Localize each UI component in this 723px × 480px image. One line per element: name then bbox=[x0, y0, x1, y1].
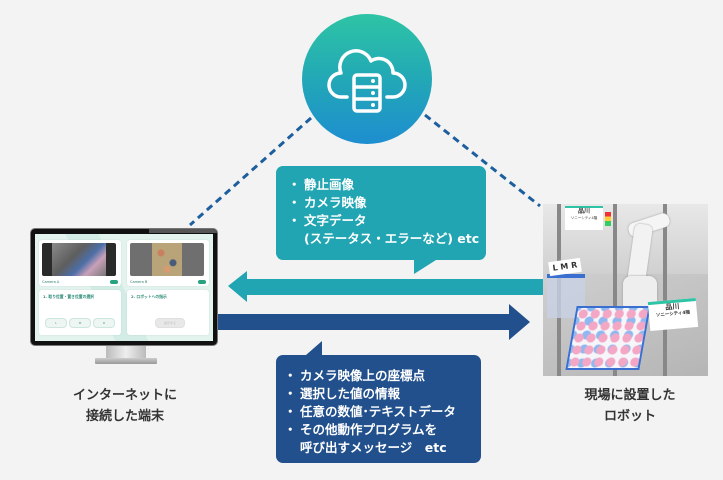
select-m-button[interactable]: M bbox=[69, 318, 91, 328]
camera-b-label: Camera B bbox=[130, 280, 148, 284]
bubble-item: 選択した値の情報 bbox=[284, 385, 481, 403]
arrow-to-terminal bbox=[228, 271, 546, 302]
downlink-data-bubble: カメラ映像上の座標点 選択した値の情報 任意の数値･テキストデータ その他動作プ… bbox=[276, 341, 481, 463]
bubble-tail bbox=[306, 341, 322, 355]
bubble-item: カメラ映像上の座標点 bbox=[284, 367, 481, 385]
uplink-data-bubble: 静止画像 カメラ映像 文字データ (ステータス・エラーなど) etc bbox=[276, 166, 486, 274]
terminal-screen: Camera A Camera B 1. 取り位置・置き位置の選択 L M R … bbox=[35, 234, 213, 341]
location-sign: 品川 ソニーシティ4階 bbox=[647, 297, 699, 332]
cloud-server-icon bbox=[327, 49, 407, 113]
section-2-title: 2. ロボットへの指示 bbox=[131, 294, 167, 299]
camera-a-label: Camera A bbox=[42, 280, 60, 284]
select-r-button[interactable]: R bbox=[93, 318, 115, 328]
section-1-title: 1. 取り位置・置き位置の選択 bbox=[43, 294, 94, 299]
arrow-to-robot bbox=[218, 304, 530, 340]
cloud-server bbox=[302, 14, 432, 144]
bubble-tail bbox=[414, 260, 436, 274]
terminal-monitor: Camera A Camera B 1. 取り位置・置き位置の選択 L M R … bbox=[30, 228, 218, 346]
camera-b-feed bbox=[130, 243, 204, 276]
bubble-subline: (ステータス・エラーなど) etc bbox=[304, 231, 480, 246]
robot-photo: 品川 ソニーシティ4階 L M R 品川 ソニーシティ4階 bbox=[543, 204, 708, 376]
ball-tray bbox=[565, 306, 651, 370]
dashed-line-cloud-terminal bbox=[189, 108, 321, 227]
position-select-card: 1. 取り位置・置き位置の選択 L M R bbox=[39, 290, 121, 335]
select-l-button[interactable]: L bbox=[45, 318, 67, 328]
bubble-item: カメラ映像 bbox=[288, 194, 486, 212]
terminal-caption: インターネットに 接続した端末 bbox=[72, 388, 177, 424]
robot-instruction-card: 2. ロボットへの指示 指示する bbox=[127, 290, 209, 335]
camera-b-toggle[interactable] bbox=[198, 280, 206, 284]
monitor-stand bbox=[106, 346, 146, 360]
monitor-bezel bbox=[149, 229, 217, 233]
bubble-item: 任意の数値･テキストデータ bbox=[284, 403, 481, 421]
camera-a-card: Camera A bbox=[39, 240, 121, 286]
send-instruction-button[interactable]: 指示する bbox=[155, 318, 185, 328]
bubble-item: その他動作プログラムを bbox=[284, 421, 481, 439]
monitor-base bbox=[95, 358, 157, 364]
bubble-subline: 呼び出すメッセージ etc bbox=[300, 440, 447, 455]
bubble-item: 静止画像 bbox=[288, 176, 486, 194]
camera-a-toggle[interactable] bbox=[110, 280, 118, 284]
camera-b-card: Camera B bbox=[127, 240, 209, 286]
sign-top: 品川 ソニーシティ4階 bbox=[565, 206, 603, 230]
dashed-line-cloud-robot bbox=[424, 113, 541, 208]
robot-caption: 現場に設置した ロボット bbox=[584, 388, 676, 424]
signal-light bbox=[605, 212, 611, 226]
camera-a-feed bbox=[42, 243, 116, 276]
bubble-item: 文字データ bbox=[288, 212, 486, 230]
